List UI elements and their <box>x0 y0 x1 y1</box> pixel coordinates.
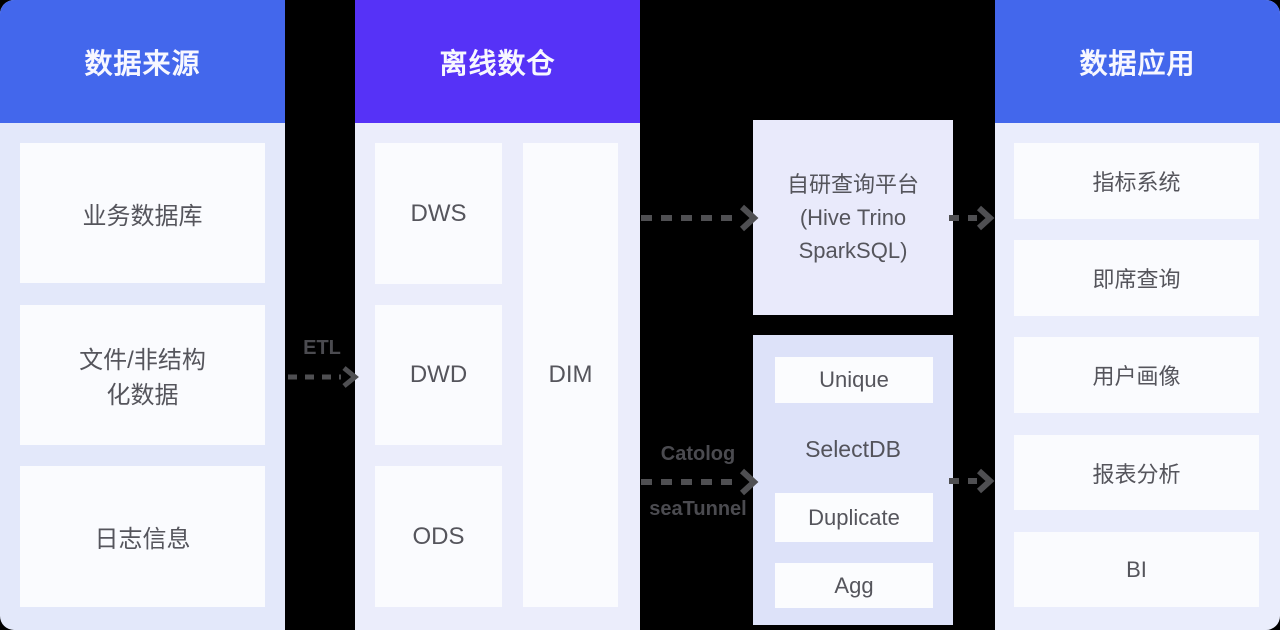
source-item-business-database: 业务数据库 <box>20 143 265 283</box>
arrow-selectdb-to-apps <box>949 468 995 494</box>
warehouse-layer-label: DIM <box>548 361 593 388</box>
app-item-report-analysis: 报表分析 <box>1014 435 1259 510</box>
selectdb-model-label: Duplicate <box>808 504 900 530</box>
app-item-user-profile: 用户画像 <box>1014 337 1259 413</box>
column-data-sources: 数据来源 业务数据库 文件/非结构 化数据 日志信息 <box>0 0 285 630</box>
selectdb-model-label: Agg <box>834 572 874 598</box>
app-item-label: 指标系统 <box>1092 170 1181 195</box>
warehouse-layer-dwd: DWD <box>375 305 502 445</box>
arrow-query-to-apps <box>949 205 995 231</box>
app-item-label: 即席查询 <box>1092 267 1181 292</box>
query-platform-label: 自研查询平台 (Hive Trino SparkSQL) <box>786 172 919 263</box>
query-platform-box: 自研查询平台 (Hive Trino SparkSQL) <box>753 120 953 315</box>
app-item-bi: BI <box>1014 532 1259 607</box>
source-item-label: 日志信息 <box>94 526 191 553</box>
column-header-data-apps: 数据应用 <box>995 0 1280 123</box>
selectdb-title: SelectDB <box>805 435 901 462</box>
app-item-adhoc-query: 即席查询 <box>1014 240 1259 316</box>
column-offline-warehouse: 离线数仓 DWS DWD ODS DIM <box>355 0 640 630</box>
warehouse-layer-dim: DIM <box>523 143 618 607</box>
column-header-data-sources: 数据来源 <box>0 0 285 123</box>
source-item-unstructured-files: 文件/非结构 化数据 <box>20 305 265 445</box>
app-item-label: 用户画像 <box>1092 364 1181 389</box>
warehouse-layer-label: DWD <box>409 361 468 388</box>
catalog-label: Catolog <box>660 443 736 465</box>
selectdb-model-unique: Unique <box>775 357 933 403</box>
column-title-data-sources: 数据来源 <box>84 47 201 79</box>
warehouse-layer-label: DWS <box>410 199 467 227</box>
selectdb-model-label: Unique <box>819 367 889 392</box>
source-item-log-info: 日志信息 <box>20 466 265 607</box>
etl-label: ETL <box>303 337 341 359</box>
app-item-label: 报表分析 <box>1092 461 1181 487</box>
seatunnel-label: seaTunnel <box>649 498 747 520</box>
column-title-offline-warehouse: 离线数仓 <box>439 47 556 79</box>
selectdb-box: Unique SelectDB Duplicate Agg <box>753 335 953 625</box>
source-item-label: 业务数据库 <box>82 202 203 230</box>
column-data-apps: 数据应用 指标系统 即席查询 用户画像 报表分析 BI <box>995 0 1280 630</box>
warehouse-layer-label: ODS <box>412 522 465 550</box>
app-item-metric-system: 指标系统 <box>1014 143 1259 219</box>
arrow-warehouse-to-query <box>641 204 759 232</box>
selectdb-model-duplicate: Duplicate <box>775 493 933 542</box>
warehouse-layer-ods: ODS <box>375 466 502 607</box>
source-item-label: 文件/非结构 化数据 <box>79 347 206 409</box>
arrow-etl <box>288 366 359 388</box>
warehouse-layer-dws: DWS <box>375 143 502 284</box>
column-title-data-apps: 数据应用 <box>1079 47 1196 79</box>
arrow-warehouse-to-selectdb <box>641 468 759 496</box>
selectdb-model-agg: Agg <box>775 563 933 608</box>
column-header-offline-warehouse: 离线数仓 <box>355 0 640 123</box>
app-item-label: BI <box>1126 556 1147 582</box>
